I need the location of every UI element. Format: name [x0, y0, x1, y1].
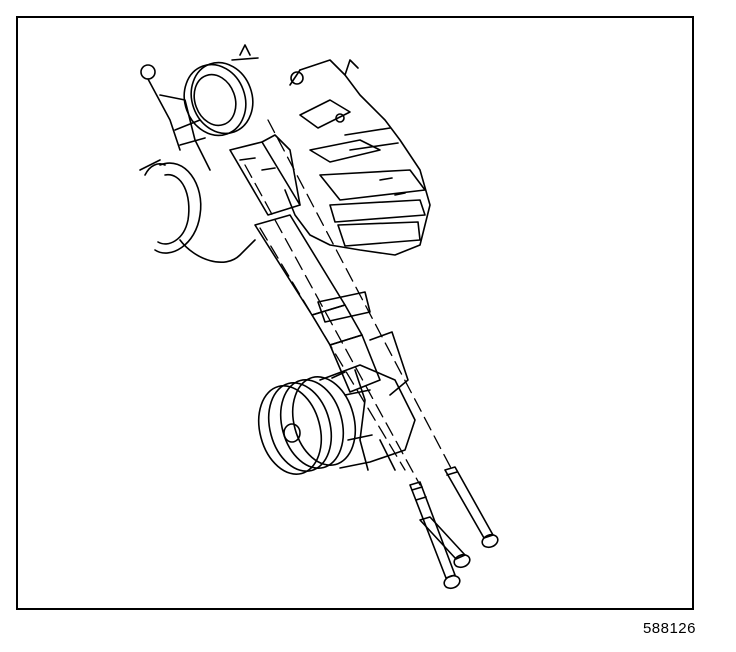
bolt-long-middle	[419, 516, 471, 569]
diagram-frame	[16, 16, 694, 610]
bolt-short-right	[444, 466, 499, 549]
bolt-path-lines	[244, 119, 453, 486]
mounting-bracket-icon	[229, 134, 409, 396]
bolt-long-left	[409, 481, 461, 590]
ac-compressor-icon	[257, 364, 416, 475]
mounting-bolt-icon	[409, 466, 499, 590]
figure-number: 588126	[642, 620, 696, 637]
crankshaft-pulley-icon	[139, 159, 256, 264]
engine-block-icon	[231, 44, 431, 256]
idler-pulley-icon	[140, 61, 254, 171]
